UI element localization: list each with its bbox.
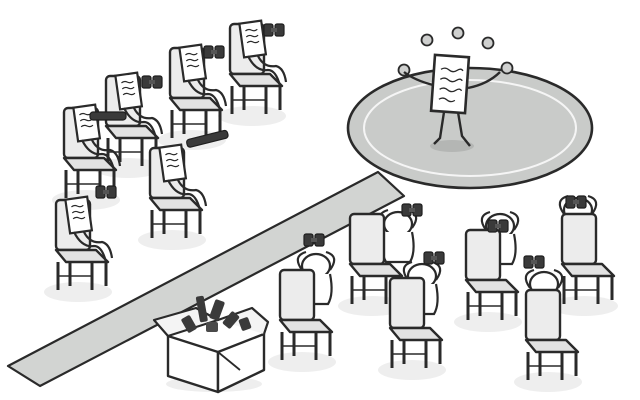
stage (346, 66, 594, 190)
runway (6, 170, 406, 388)
document-character-icon (403, 53, 501, 147)
juggling-balls (397, 26, 514, 77)
binoculars-icon (181, 295, 252, 333)
cardboard-box-icon (152, 295, 270, 394)
left-audience (42, 19, 288, 304)
